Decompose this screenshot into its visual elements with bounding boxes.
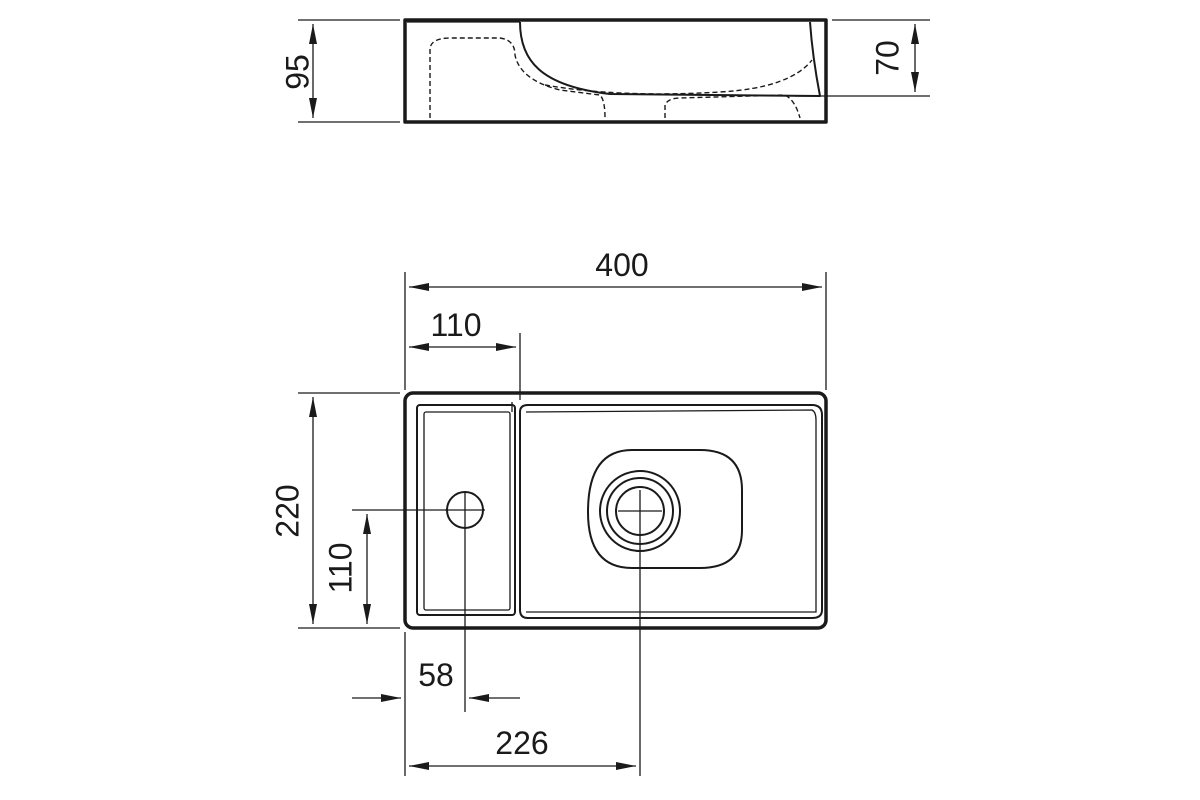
dim-110w-label: 110 xyxy=(430,307,481,343)
hidden-drain-profile xyxy=(664,94,801,119)
dim-226-label: 226 xyxy=(495,725,548,761)
basin-profile xyxy=(519,21,821,97)
shelf-inner xyxy=(423,411,511,611)
side-view-outline xyxy=(403,18,828,124)
drain-bowl xyxy=(587,449,743,569)
top-view: 400 110 220 110 58 226 xyxy=(269,247,828,776)
dim-70-label: 70 xyxy=(869,40,905,76)
dim-110h-label: 110 xyxy=(322,542,358,593)
basin-inner xyxy=(525,409,817,613)
side-view: 95 70 xyxy=(279,18,930,124)
dim-220-label: 220 xyxy=(269,484,305,537)
basin-outer xyxy=(519,404,823,619)
hidden-basin-line xyxy=(544,59,813,95)
dim-58-label: 58 xyxy=(418,657,454,693)
hidden-shelf-profile xyxy=(429,37,606,119)
dim-95-label: 95 xyxy=(279,54,315,90)
dim-400-label: 400 xyxy=(595,247,648,283)
